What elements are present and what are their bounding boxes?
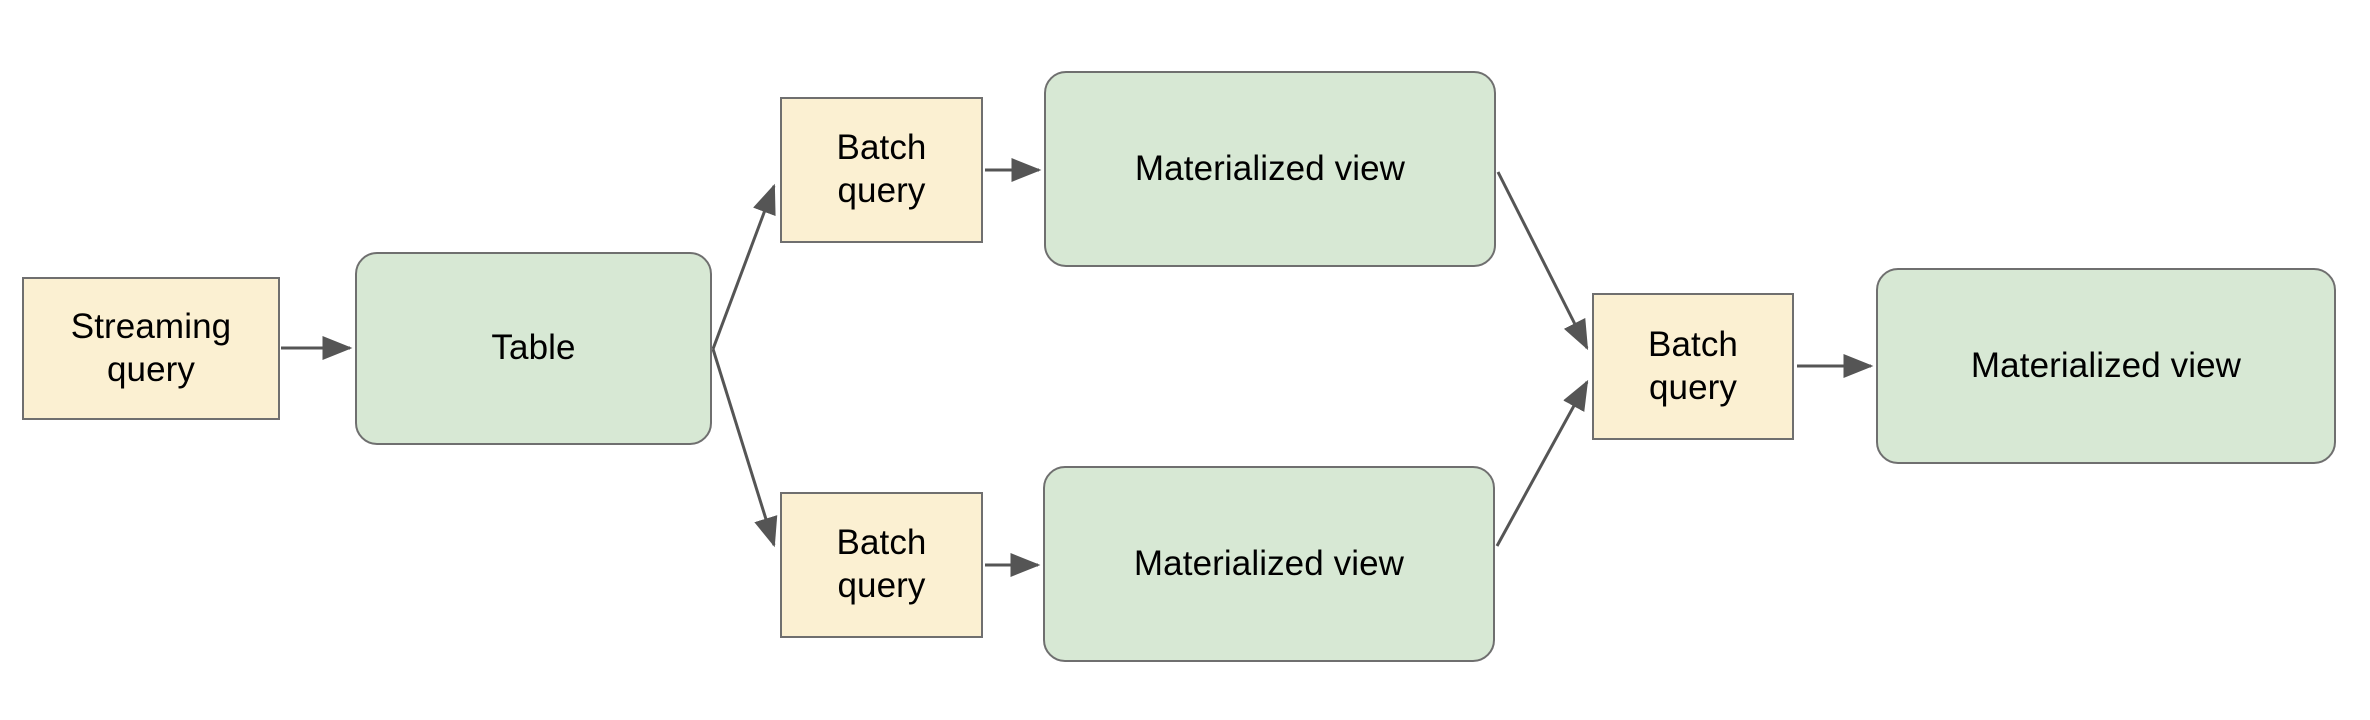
node-label-batch-query-bottom: Batch query [836, 523, 927, 605]
node-label-materialized-view-final: Materialized view [1970, 345, 2242, 385]
node-materialized-view-top[interactable]: Materialized view [1044, 71, 1496, 267]
node-label-batch-query-join: Batch query [1648, 324, 1738, 407]
node-streaming-query[interactable]: Streaming query [22, 277, 280, 420]
node-table[interactable]: Table [355, 252, 712, 445]
edge-materialized-view-top-to-batch-query-join [1496, 171, 1589, 351]
node-label-materialized-view-bottom: Materialized view [1133, 543, 1405, 583]
node-materialized-view-bottom[interactable]: Materialized view [1043, 466, 1495, 662]
node-label-batch-query-top: Batch query [836, 128, 927, 210]
edge-materialized-view-bottom-to-batch-query-join [1495, 379, 1589, 547]
node-batch-query-bottom[interactable]: Batch query [780, 492, 983, 638]
edge-table-to-batch-query-bottom [711, 348, 778, 548]
node-batch-query-join[interactable]: Batch query [1592, 293, 1794, 440]
node-batch-query-top[interactable]: Batch query [780, 97, 983, 243]
node-materialized-view-final[interactable]: Materialized view [1876, 268, 2336, 464]
edge-table-to-batch-query-top [711, 183, 776, 350]
node-label-table: Table [491, 328, 576, 368]
node-label-materialized-view-top: Materialized view [1134, 148, 1406, 188]
node-label-streaming-query: Streaming query [70, 306, 232, 389]
